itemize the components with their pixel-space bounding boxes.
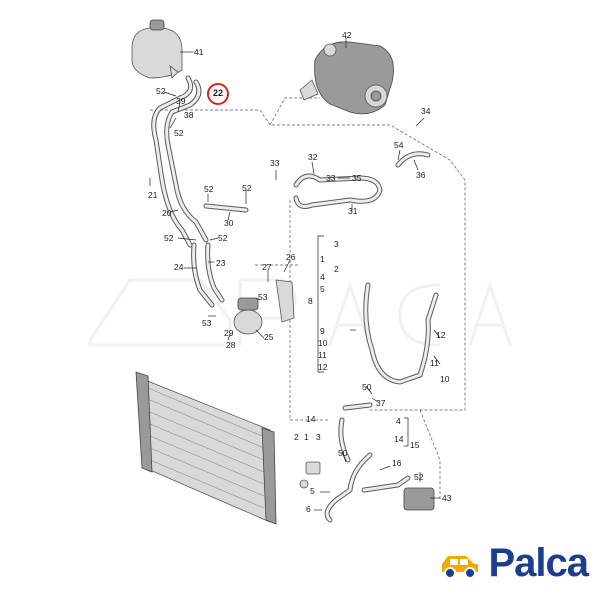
label-5b: 5 bbox=[310, 486, 315, 496]
label-50a: 50 bbox=[362, 382, 372, 392]
label-15: 15 bbox=[410, 440, 420, 450]
label-25: 25 bbox=[264, 332, 274, 342]
brackets bbox=[317, 235, 409, 447]
right-hose bbox=[363, 282, 439, 385]
highlighted-part-marker: 22 bbox=[207, 83, 229, 105]
part-labels: 41 42 52 39 38 52 34 33 32 54 36 33 35 2… bbox=[148, 30, 452, 514]
label-11b: 11 bbox=[430, 358, 439, 368]
label-30: 30 bbox=[224, 218, 234, 228]
label-21: 21 bbox=[148, 190, 158, 200]
label-6: 6 bbox=[306, 504, 311, 514]
label-5a: 5 bbox=[320, 284, 325, 294]
assembly-frames bbox=[150, 97, 466, 500]
label-37: 37 bbox=[376, 398, 386, 408]
label-43: 43 bbox=[442, 493, 452, 503]
label-26: 26 bbox=[286, 252, 296, 262]
label-14a: 14 bbox=[306, 414, 316, 424]
watermark bbox=[88, 278, 512, 347]
label-36: 36 bbox=[416, 170, 426, 180]
radiator bbox=[135, 371, 277, 525]
label-1a: 1 bbox=[320, 254, 325, 264]
label-3a: 3 bbox=[334, 239, 339, 249]
expansion-tank bbox=[131, 19, 183, 79]
label-27: 27 bbox=[262, 262, 272, 272]
label-35: 35 bbox=[352, 173, 362, 183]
label-10b: 10 bbox=[440, 374, 450, 384]
label-11a: 11 bbox=[318, 350, 327, 360]
label-54a: 54 bbox=[394, 140, 404, 150]
label-3b: 3 bbox=[316, 432, 321, 442]
label-28: 28 bbox=[226, 340, 236, 350]
label-16: 16 bbox=[392, 458, 402, 468]
label-41: 41 bbox=[194, 47, 204, 57]
leader-lines bbox=[149, 38, 441, 511]
label-9: 9 bbox=[320, 326, 325, 336]
brand-logo: Palca bbox=[438, 541, 589, 586]
left-hoses bbox=[151, 75, 249, 308]
label-1b: 1 bbox=[304, 432, 309, 442]
label-52a: 52 bbox=[156, 86, 166, 96]
label-52f: 52 bbox=[218, 233, 228, 243]
hose-36 bbox=[395, 151, 431, 168]
label-4a: 4 bbox=[320, 272, 325, 282]
highlighted-part-number: 22 bbox=[212, 88, 223, 98]
label-20: 20 bbox=[162, 208, 172, 218]
label-34: 34 bbox=[421, 106, 431, 116]
label-2a: 2 bbox=[334, 264, 339, 274]
lower-assembly bbox=[299, 402, 435, 523]
label-53a: 53 bbox=[258, 292, 268, 302]
label-52b: 52 bbox=[174, 128, 184, 138]
label-53b: 53 bbox=[202, 318, 212, 328]
car-icon bbox=[442, 555, 479, 579]
label-29: 29 bbox=[224, 328, 234, 338]
label-12: 12 bbox=[436, 330, 446, 340]
brand-name: Palca bbox=[488, 541, 589, 585]
label-33a: 33 bbox=[270, 158, 280, 168]
label-12b: 12 bbox=[318, 362, 328, 372]
label-31: 31 bbox=[348, 206, 358, 216]
label-52g: 52 bbox=[414, 472, 424, 482]
label-10a: 10 bbox=[318, 338, 328, 348]
label-42: 42 bbox=[342, 30, 352, 40]
label-52c: 52 bbox=[204, 184, 214, 194]
label-23: 23 bbox=[216, 258, 226, 268]
label-39: 39 bbox=[176, 96, 186, 106]
label-38: 38 bbox=[184, 110, 194, 120]
label-52d: 52 bbox=[242, 183, 252, 193]
label-8: 8 bbox=[308, 296, 313, 306]
label-24: 24 bbox=[174, 262, 184, 272]
label-50b: 50 bbox=[338, 448, 348, 458]
label-4b: 4 bbox=[396, 416, 401, 426]
hose-31 bbox=[293, 173, 383, 209]
label-32: 32 bbox=[308, 152, 318, 162]
label-33b: 33 bbox=[326, 173, 336, 183]
thermostat-housing bbox=[299, 41, 394, 115]
label-52e: 52 bbox=[164, 233, 174, 243]
label-2b: 2 bbox=[294, 432, 299, 442]
aux-pump bbox=[233, 279, 295, 335]
label-14b: 14 bbox=[394, 434, 404, 444]
